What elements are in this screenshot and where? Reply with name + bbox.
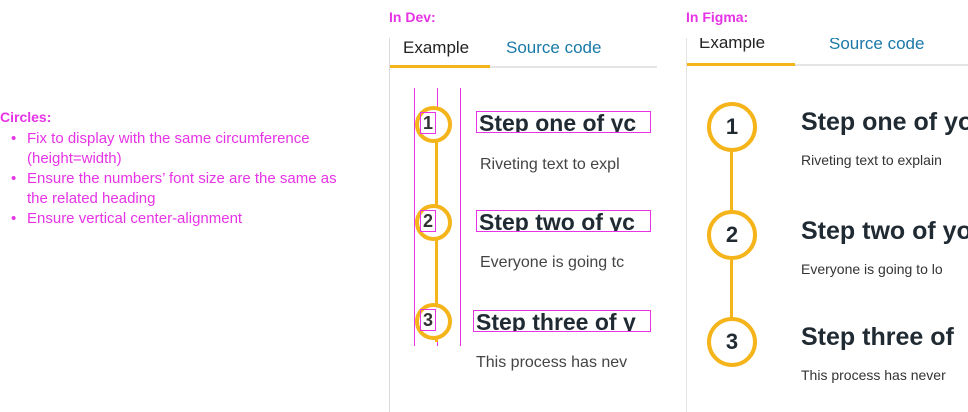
annotation-notes: Circles: • Fix to display with the same c… <box>0 107 360 229</box>
dev-step-3-number: 3 <box>420 309 437 331</box>
figma-connector-line-2 <box>730 260 733 342</box>
figma-step-1-body: Riveting text to explain <box>801 152 942 168</box>
dev-tab-example[interactable]: Example <box>403 38 470 57</box>
dev-tab-source-code[interactable]: Source code <box>506 38 602 57</box>
note-text: Ensure the numbers’ font size are the sa… <box>27 170 337 207</box>
dev-example-panel: Example Source code 1 Step one of yc Riv… <box>389 38 657 412</box>
figma-step-2-body: Everyone is going to lo <box>801 261 943 277</box>
note-text: Ensure vertical center-alignment <box>27 210 243 227</box>
note-text: Fix to display with the same circumferen… <box>27 130 310 167</box>
dev-section-label: In Dev: <box>389 9 436 25</box>
figma-step-1-heading: Step one of yo <box>801 108 968 136</box>
figma-step-2-circle: 2 <box>707 210 757 260</box>
dev-step-2-body: Everyone is going tc <box>480 254 625 271</box>
dev-step-2-heading: Step two of yc <box>476 210 651 232</box>
dev-step-1-body: Riveting text to expl <box>480 156 620 173</box>
dev-tab-bar: Example Source code <box>390 38 657 68</box>
figma-step-3-body: This process has never <box>801 367 946 383</box>
dev-step-2-number: 2 <box>420 210 437 232</box>
figma-step-1-circle: 1 <box>707 102 757 152</box>
figma-active-tab-indicator <box>687 63 795 66</box>
dev-guide-line-left <box>414 88 415 346</box>
figma-step-2-heading: Step two of yo <box>801 217 968 245</box>
bullet-icon: • <box>11 130 17 147</box>
bullet-icon: • <box>11 170 17 187</box>
figma-tab-example[interactable]: Example <box>699 38 766 52</box>
note-item: • Ensure vertical center-alignment <box>0 209 360 229</box>
dev-step-3-heading: Step three of y <box>473 310 651 332</box>
dev-step-3-body: This process has nev <box>476 354 628 371</box>
dev-step-1-heading: Step one of yc <box>476 111 651 133</box>
figma-step-3-heading: Step three of <box>801 323 954 351</box>
figma-example-panel: Example Source code 1 Step one of yo Riv… <box>686 38 968 412</box>
note-item: • Ensure the numbers’ font size are the s… <box>0 169 360 209</box>
dev-active-tab-indicator <box>390 65 490 68</box>
figma-section-label: In Figma: <box>686 9 749 25</box>
figma-tab-source-code[interactable]: Source code <box>829 38 925 53</box>
notes-title: Circles: <box>0 109 52 125</box>
figma-tab-bar: Example Source code <box>687 38 968 66</box>
dev-step-1-number: 1 <box>420 112 437 134</box>
dev-guide-line-right <box>460 88 461 346</box>
figma-connector-line-1 <box>730 152 733 236</box>
bullet-icon: • <box>11 210 17 227</box>
figma-step-3-circle: 3 <box>707 317 757 367</box>
notes-list: • Fix to display with the same circumfere… <box>0 129 360 229</box>
dev-stepper-connector-line <box>435 142 438 342</box>
note-item: • Fix to display with the same circumfere… <box>0 129 360 169</box>
